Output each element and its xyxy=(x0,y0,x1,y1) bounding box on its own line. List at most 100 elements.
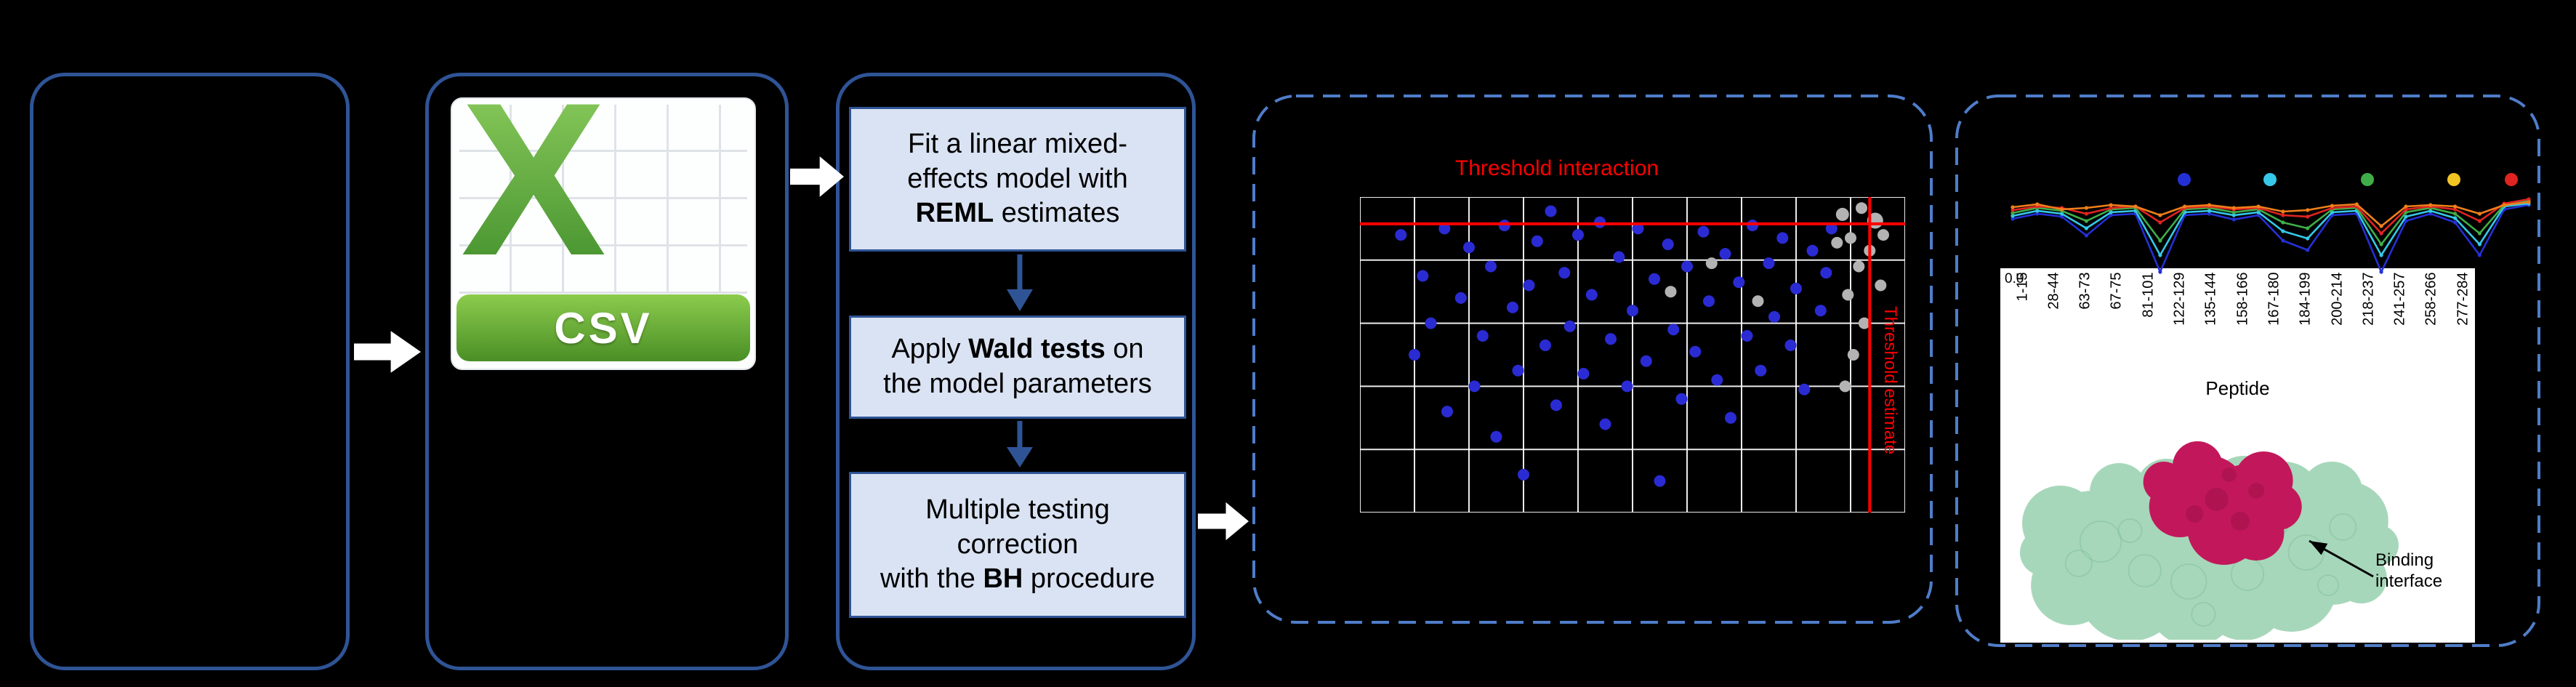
profile-marker xyxy=(2060,212,2064,216)
uptake-profile-chart xyxy=(2011,173,2531,275)
flow-arrow-3 xyxy=(1198,502,1249,541)
peptide-tick-label: 28-44 xyxy=(2045,272,2062,310)
peptide-tick-label: 122-129 xyxy=(2171,272,2188,326)
volcano-point-blue xyxy=(1675,393,1688,405)
profile-marker xyxy=(2011,214,2015,218)
profile-marker xyxy=(2453,204,2458,209)
profile-line xyxy=(2012,201,2529,228)
step-box-wald: Apply Wald tests on the model parameters xyxy=(849,316,1186,419)
profile-marker xyxy=(2011,208,2015,212)
profile-marker xyxy=(2477,253,2482,257)
volcano-point-gray xyxy=(1842,289,1854,301)
profile-marker xyxy=(2158,270,2162,274)
volcano-point-blue xyxy=(1577,368,1590,379)
flow-arrow-1 xyxy=(354,331,421,373)
profile-marker xyxy=(2109,203,2113,207)
profile-marker xyxy=(2404,219,2408,223)
volcano-point-blue xyxy=(1417,270,1429,282)
profile-marker xyxy=(2256,213,2261,217)
profile-marker xyxy=(2084,226,2088,230)
volcano-point-blue xyxy=(1825,222,1838,235)
volcano-point-blue xyxy=(1632,222,1644,235)
step-text: Multiple testing correction with the BH … xyxy=(880,494,1156,595)
profile-marker xyxy=(2158,213,2162,217)
step-box-bh: Multiple testing correction with the BH … xyxy=(849,472,1186,618)
profile-marker xyxy=(2035,202,2040,206)
volcano-point-blue xyxy=(1585,289,1598,301)
profile-marker xyxy=(2379,270,2383,274)
profile-marker xyxy=(2453,216,2458,220)
protein-structure xyxy=(2020,441,2399,640)
volcano-point-blue xyxy=(1741,330,1753,342)
volcano-point-blue xyxy=(1490,430,1502,443)
volcano-point-blue xyxy=(1545,205,1557,217)
dashed-border xyxy=(1955,95,2540,647)
profile-marker xyxy=(2428,203,2433,207)
profile-marker xyxy=(2477,212,2482,216)
volcano-plot xyxy=(1360,197,1905,513)
profile-marker xyxy=(2158,220,2162,225)
volcano-point-gray xyxy=(1847,349,1859,361)
profile-marker xyxy=(2035,212,2040,216)
input-panel xyxy=(30,73,350,670)
profile-marker xyxy=(2281,238,2285,243)
profile-marker xyxy=(2084,212,2088,216)
volcano-point-blue xyxy=(1558,267,1571,279)
profile-marker xyxy=(2379,253,2383,257)
profile-marker xyxy=(2404,207,2408,212)
volcano-point-blue xyxy=(1725,411,1736,424)
profile-marker xyxy=(2306,226,2310,230)
profile-marker xyxy=(2158,238,2162,243)
volcano-point-gray xyxy=(1877,229,1889,241)
volcano-title: Threshold interaction xyxy=(1454,156,1659,180)
volcano-point-blue xyxy=(1703,295,1715,308)
volcano-point-blue xyxy=(1747,220,1758,232)
profile-marker xyxy=(2084,233,2088,238)
volcano-point-blue xyxy=(1539,340,1551,351)
profile-marker xyxy=(2477,231,2482,236)
profile-marker xyxy=(2502,203,2506,207)
peptide-tick-label: 258-266 xyxy=(2423,272,2439,326)
profile-marker xyxy=(2231,210,2236,214)
profile-marker xyxy=(2477,242,2482,246)
profile-marker xyxy=(2011,205,2015,209)
profile-marker xyxy=(2453,212,2458,216)
peptide-tick-label: 158-166 xyxy=(2234,272,2251,326)
profile-marker xyxy=(2084,219,2088,223)
volcano-point-blue xyxy=(1790,282,1802,294)
profile-marker xyxy=(2109,206,2113,210)
profile-marker xyxy=(2428,209,2433,213)
profile-line xyxy=(2012,198,2529,235)
profile-marker xyxy=(2084,206,2088,210)
volcano-point-blue xyxy=(1681,260,1693,273)
volcano-point-blue xyxy=(1621,380,1633,393)
peptide-tick-label: 167-180 xyxy=(2266,272,2282,326)
profile-marker xyxy=(2404,214,2408,219)
peptide-tick-label: 184-199 xyxy=(2297,272,2314,326)
dashed-border xyxy=(1252,95,1933,624)
spreadsheet-grid xyxy=(459,105,747,294)
volcano-point-gray xyxy=(1752,295,1764,308)
volcano-point-blue xyxy=(1454,292,1467,304)
volcano-point-blue xyxy=(1733,276,1745,289)
volcano-point-blue xyxy=(1798,383,1811,395)
legend-dot xyxy=(2505,173,2518,186)
peptide-tick-label: 63-73 xyxy=(2077,272,2093,310)
volcano-point-gray xyxy=(1831,236,1843,249)
volcano-point-blue xyxy=(1438,222,1451,235)
profile-marker xyxy=(2207,209,2212,213)
x-axis-label: Peptide xyxy=(2205,377,2270,399)
volcano-point-blue xyxy=(1784,340,1797,351)
profile-marker xyxy=(2281,213,2285,217)
volcano-point-blue xyxy=(1820,267,1832,279)
profile-marker xyxy=(2527,197,2531,201)
step-box-reml: Fit a linear mixed- effects model with R… xyxy=(849,107,1186,252)
excel-x-letter: X xyxy=(461,89,608,278)
volcano-point-gray xyxy=(1705,257,1718,270)
volcano-point-blue xyxy=(1476,330,1489,342)
profile-marker xyxy=(2231,206,2236,210)
volcano-point-blue xyxy=(1594,216,1606,228)
volcano-point-gray xyxy=(1875,279,1887,292)
peptide-tick-label: 81-101 xyxy=(2140,272,2157,318)
